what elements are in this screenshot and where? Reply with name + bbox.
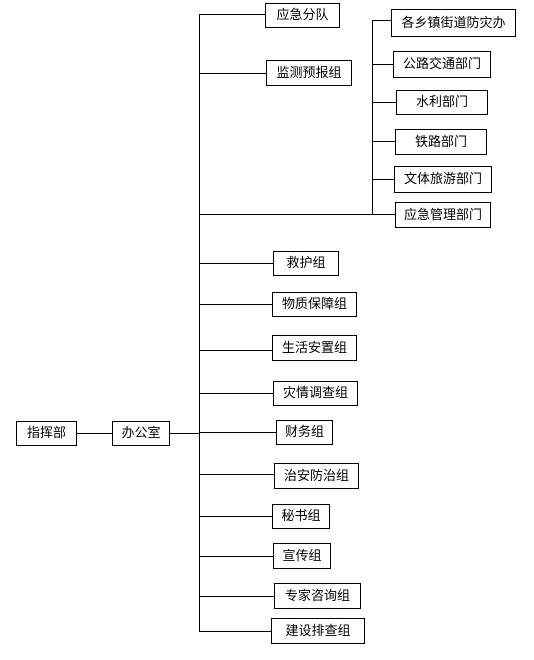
node-group-6: 灾情调查组: [273, 381, 358, 406]
node-group-1: 应急分队: [265, 3, 340, 28]
branch-line-group-4: [199, 304, 272, 305]
node-dept-1: 各乡镇街道防灾办: [391, 9, 516, 37]
branch-line-group-3: [199, 263, 273, 264]
branch-line-group-10: [199, 556, 273, 557]
branch-line-group-7: [199, 432, 276, 433]
branch-line-group-5: [199, 350, 272, 351]
node-group-9: 秘书组: [272, 504, 330, 529]
node-group-12: 建设排查组: [271, 618, 365, 644]
trunk-line-groups: [199, 14, 200, 632]
connector-root-office: [77, 433, 112, 434]
node-group-3: 救护组: [273, 251, 339, 276]
node-group-4: 物质保障组: [272, 292, 357, 317]
branch-line-dept-6: [372, 214, 395, 215]
node-group-5: 生活安置组: [272, 335, 357, 361]
node-group-2: 监测预报组: [266, 60, 352, 86]
branch-line-dept-1: [372, 20, 391, 21]
branch-line-dept-2: [372, 64, 393, 65]
node-command-headquarters: 指挥部: [16, 421, 77, 446]
branch-line-group-6: [199, 393, 273, 394]
branch-line-group-12: [199, 631, 271, 632]
node-group-7: 财务组: [276, 420, 333, 445]
node-group-11: 专家咨询组: [274, 583, 361, 609]
trunk-line-departments: [372, 20, 373, 215]
branch-line-group-1: [199, 14, 265, 15]
branch-line-group-8: [199, 474, 274, 475]
node-group-8: 治安防治组: [274, 463, 359, 489]
node-dept-2: 公路交通部门: [393, 51, 491, 78]
node-dept-3: 水利部门: [396, 90, 488, 115]
branch-line-group-9: [199, 516, 272, 517]
node-office: 办公室: [112, 421, 170, 446]
branch-line-dept-5: [372, 179, 394, 180]
connector-office-trunk: [170, 433, 200, 434]
node-group-10: 宣传组: [273, 543, 331, 569]
node-dept-4: 铁路部门: [395, 129, 487, 155]
connector-trunk-departments: [199, 214, 373, 215]
branch-line-dept-4: [372, 141, 395, 142]
branch-line-group-11: [199, 596, 274, 597]
branch-line-group-2: [199, 73, 266, 74]
branch-line-dept-3: [372, 102, 396, 103]
node-dept-6: 应急管理部门: [395, 202, 491, 228]
node-dept-5: 文体旅游部门: [394, 166, 492, 193]
